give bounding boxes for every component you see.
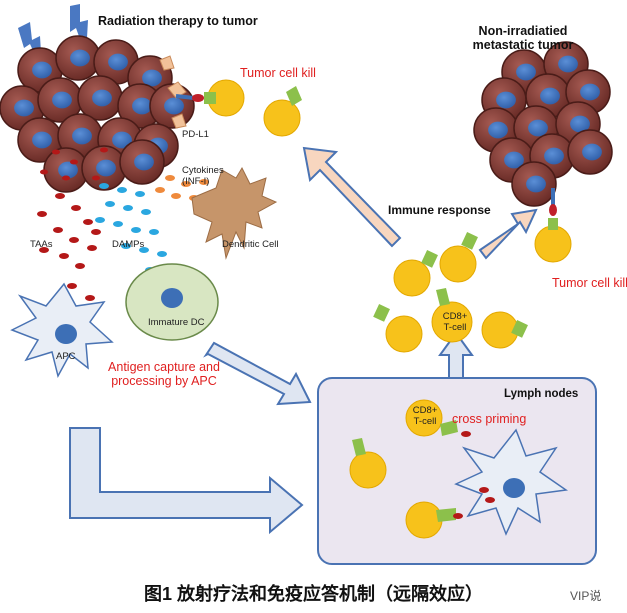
tcell: [263, 86, 302, 137]
taa-dot: [69, 237, 79, 243]
cytokine-dot: [181, 181, 191, 187]
damp-dot: [135, 191, 145, 197]
taa-dot: [52, 149, 60, 155]
tcell: [393, 250, 438, 297]
damp-dot: [113, 221, 123, 227]
damp-dot: [95, 217, 105, 223]
damp-dot: [139, 247, 149, 253]
damp-dot: [99, 183, 109, 189]
taa-dot: [100, 147, 108, 153]
damp-dots: [95, 183, 191, 289]
antigen-to-lymph-arrow: [203, 341, 312, 406]
dendritic-cell-label: Dendritic Cell: [222, 239, 279, 250]
pdl1-receptor: [159, 55, 204, 129]
damp-dot: [105, 201, 115, 207]
irradiated-tumor: [0, 35, 195, 193]
tcell: [439, 232, 478, 283]
taa-dot: [87, 245, 97, 251]
taa-dot: [85, 295, 95, 301]
cd8-tcell-label: CD8+ T-cell: [442, 311, 468, 333]
cytokine-dot: [165, 175, 175, 181]
immune-response-arrow-left: [302, 146, 402, 248]
radiation-therapy-label: Radiation therapy to tumor: [98, 14, 258, 28]
cytokines-label: Cytokines (INF-I): [182, 165, 224, 187]
tumor-cell: [57, 113, 103, 159]
tcell: [405, 501, 456, 539]
taa-dot: [37, 211, 47, 217]
tcell: [204, 79, 245, 117]
antigen-capture-label: Antigen capture and processing by APC: [108, 360, 220, 389]
damp-dot: [157, 251, 167, 257]
tumor-cell: [511, 161, 557, 207]
damp-dot: [121, 243, 131, 249]
damp-dot: [149, 229, 159, 235]
cross-priming-label: cross priming: [452, 412, 527, 426]
tumor-cell: [119, 139, 165, 185]
cd8-tcell: [431, 288, 473, 343]
damp-dot: [117, 187, 127, 193]
tcell: [534, 218, 572, 263]
damps-label: DAMPs: [112, 239, 145, 250]
tumor-cell: [567, 129, 613, 175]
cytokine-dot: [171, 193, 181, 199]
immature-dc: [125, 263, 219, 341]
taa-dot: [53, 227, 63, 233]
taa-dot: [40, 169, 48, 175]
lymph-nodes-label: Lymph nodes: [504, 388, 579, 400]
tumor-cell: [17, 117, 63, 163]
tcell: [481, 311, 528, 349]
taa-dot: [39, 247, 49, 253]
apc-to-lymph-arrow: [69, 427, 304, 535]
taa-dot: [71, 205, 81, 211]
tumor-cell: [37, 77, 83, 123]
apc-cell: [453, 428, 569, 536]
non-irradiated-tumor-label: Non-irradiatied metastatic tumor: [472, 24, 574, 53]
damp-dot: [141, 209, 151, 215]
taa-dot: [83, 219, 93, 225]
immune-response-arrow-right: [478, 208, 538, 260]
dendritic-cell: [191, 166, 278, 260]
tumor-cell: [77, 75, 123, 121]
immature-dc-label: Immature DC: [148, 317, 205, 328]
watermark: VIP说: [570, 589, 602, 603]
cytokine-dot: [155, 187, 165, 193]
taa-dot: [75, 263, 85, 269]
taa-dot: [59, 253, 69, 259]
lymph-node-box: [317, 377, 597, 565]
taa-dot: [70, 159, 78, 165]
tumor-cell-kill-label: Tumor cell kill: [552, 276, 627, 290]
taa-dot: [62, 175, 70, 181]
figure-caption: 图1 放射疗法和免疫应答机制（远隔效应）: [143, 584, 483, 604]
tcell: [349, 438, 387, 489]
cd8-tcell: [405, 399, 458, 437]
taa-dot: [92, 175, 100, 181]
taas-label: TAAs: [30, 239, 53, 250]
taa-dot: [67, 283, 77, 289]
damp-dot: [131, 227, 141, 233]
apc-cell: [10, 282, 114, 379]
taa-dot: [91, 229, 101, 235]
tumor-cell: [55, 35, 101, 81]
non-irradiated-tumor: [473, 41, 613, 207]
pdl1-label: PD-L1: [182, 129, 209, 140]
taa-dot: [55, 193, 65, 199]
tcell-group: [373, 232, 528, 353]
pdl1-receptor: [549, 188, 557, 216]
tumor-cell-kill-label: Tumor cell kill: [240, 66, 316, 80]
immune-response-label: Immune response: [388, 203, 491, 217]
cd8-tcell-label: CD8+ T-cell: [412, 405, 438, 427]
tcell: [373, 304, 423, 353]
cytokine-dot: [199, 179, 209, 185]
taa-dots: [37, 193, 101, 301]
apc-label: APC: [56, 351, 76, 362]
damp-dot: [123, 205, 133, 211]
